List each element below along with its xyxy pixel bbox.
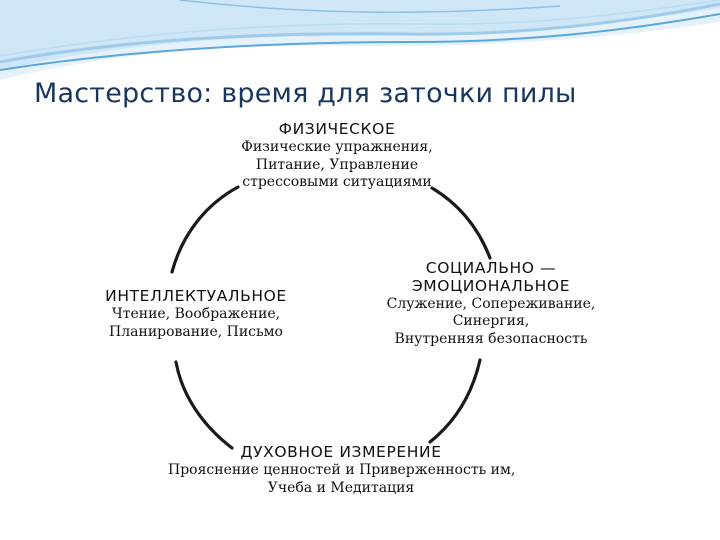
social-line: Синергия, <box>452 313 530 330</box>
physical-line: Физические упражнения, <box>241 139 433 156</box>
physical-line: стрессовыми ситуациями <box>242 174 432 191</box>
spiritual-dimension-block: ДУХОВНОЕ ИЗМЕРЕНИЕ Прояснение ценностей … <box>168 443 516 497</box>
arc-bottom-left <box>174 360 234 450</box>
arc-top-left <box>170 185 240 274</box>
intellectual-heading: ИНТЕЛЛЕКТУАЛЬНОЕ <box>105 287 287 305</box>
physical-line: Питание, Управление <box>255 156 419 173</box>
social-emotional-dimension-block: СОЦИАЛЬНО — ЭМОЦИОНАЛЬНОЕ Служение, Сопе… <box>380 259 602 348</box>
spiritual-line: Учеба и Медитация <box>267 479 415 496</box>
header-wave-decoration <box>0 0 720 80</box>
physical-dimension-block: ФИЗИЧЕСКОЕ Физические упражнения, Питани… <box>222 120 452 192</box>
spiritual-line: Прояснение ценностей и Приверженность им… <box>168 462 516 479</box>
intellectual-line: Чтение, Воображение, <box>111 306 281 323</box>
spiritual-heading: ДУХОВНОЕ ИЗМЕРЕНИЕ <box>240 443 442 461</box>
arc-top-right <box>430 186 492 260</box>
arc-bottom-right <box>428 358 482 444</box>
intellectual-dimension-block: ИНТЕЛЛЕКТУАЛЬНОЕ Чтение, Воображение, Пл… <box>84 287 308 341</box>
social-line: Служение, Сопереживание, <box>386 295 596 312</box>
social-heading: СОЦИАЛЬНО — <box>425 259 557 277</box>
social-heading: ЭМОЦИОНАЛЬНОЕ <box>411 276 571 295</box>
intellectual-line: Планирование, Письмо <box>109 323 283 340</box>
physical-heading: ФИЗИЧЕСКОЕ <box>278 120 396 138</box>
social-line: Внутренняя безопасность <box>394 330 588 347</box>
slide-title: Мастерство: время для заточки пилы <box>34 78 577 109</box>
